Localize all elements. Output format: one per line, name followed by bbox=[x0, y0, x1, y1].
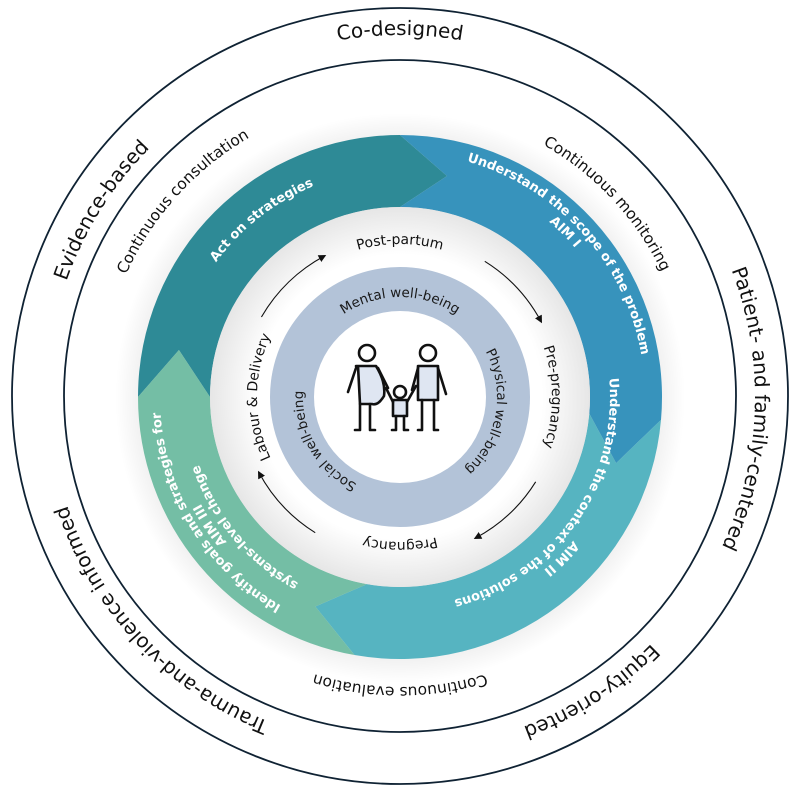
cycle-arrow bbox=[258, 470, 316, 534]
cycle-arrow bbox=[260, 255, 327, 318]
aims-ring bbox=[138, 135, 662, 660]
outer-principles-circle bbox=[11, 7, 789, 785]
principle-co-designed-text: Co-designed bbox=[335, 16, 465, 45]
aim-segment-aim-3 bbox=[138, 350, 368, 656]
principle-evidence-based-text: Evidence-based bbox=[49, 135, 154, 283]
principle-equity-oriented-text: Equity-oriented bbox=[521, 640, 665, 745]
principle-patient-family-centered-text: Patient- and family-centered bbox=[717, 263, 774, 554]
stage-post-partum: Post-partum bbox=[355, 232, 445, 254]
stage-pregnancy-text: Pregnancy bbox=[361, 534, 439, 554]
aim-segment-aim-1 bbox=[400, 135, 662, 464]
principle-equity-oriented: Equity-oriented bbox=[521, 640, 665, 745]
aim-segment-aim-2 bbox=[315, 413, 662, 660]
life-stage-arrows bbox=[258, 255, 542, 539]
family-icon bbox=[346, 343, 448, 432]
principle-evidence-based: Evidence-based bbox=[49, 135, 154, 283]
aim-segment-act-on-strategies bbox=[138, 135, 447, 397]
stage-pregnancy: Pregnancy bbox=[361, 534, 439, 554]
continuous-processes-circle bbox=[63, 59, 737, 733]
stage-post-partum-text: Post-partum bbox=[355, 232, 445, 254]
cycle-arrow bbox=[473, 481, 537, 539]
principle-co-designed: Co-designed bbox=[335, 16, 465, 45]
principle-patient-family-centered: Patient- and family-centered bbox=[717, 263, 774, 554]
cycle-arrow bbox=[484, 260, 542, 324]
